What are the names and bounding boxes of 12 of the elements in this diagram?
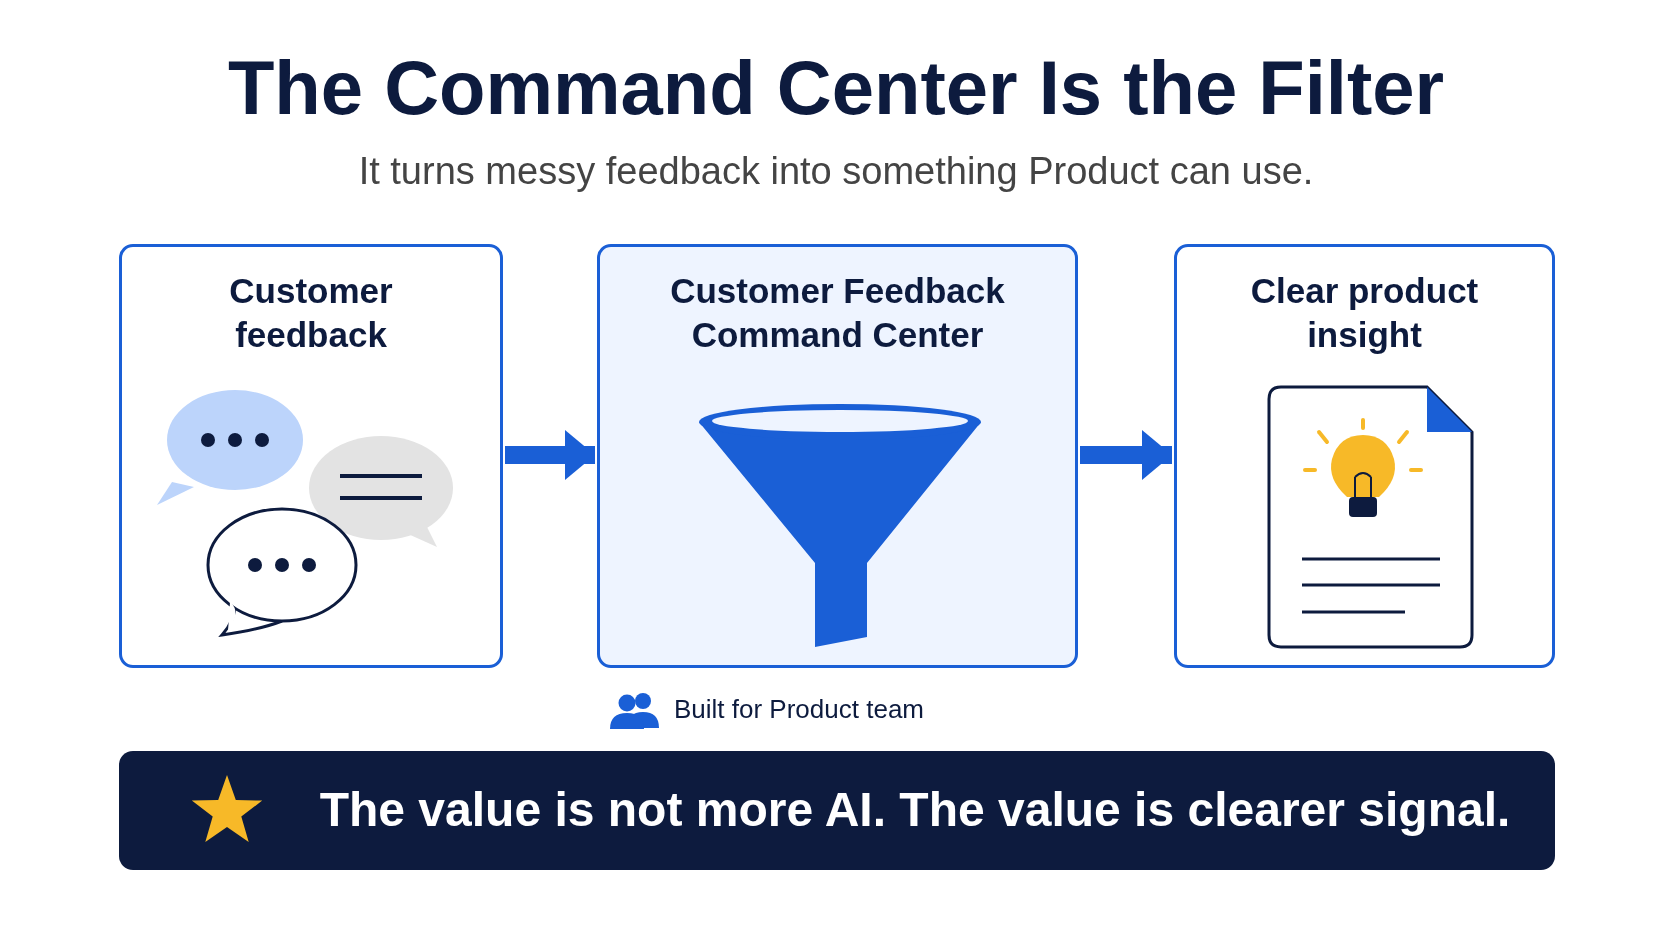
arrow — [505, 430, 595, 480]
panel-heading: Clear product insight — [1249, 270, 1480, 356]
arrow — [1080, 430, 1172, 480]
banner-message: The value is not more AI. The value is clearer signal. — [318, 782, 1512, 837]
panel-heading: Customer feedback — [228, 270, 394, 356]
panel-box — [119, 244, 503, 668]
subtitle: It turns messy feedback into something Product can use. — [357, 150, 1315, 193]
panel-heading: Customer Feedback Command Center — [669, 270, 1006, 356]
audience-note: Built for Product team — [674, 694, 925, 725]
panel-box — [597, 244, 1078, 668]
title: The Command Center Is the Filter — [226, 44, 1446, 132]
panel-box — [1174, 244, 1555, 668]
